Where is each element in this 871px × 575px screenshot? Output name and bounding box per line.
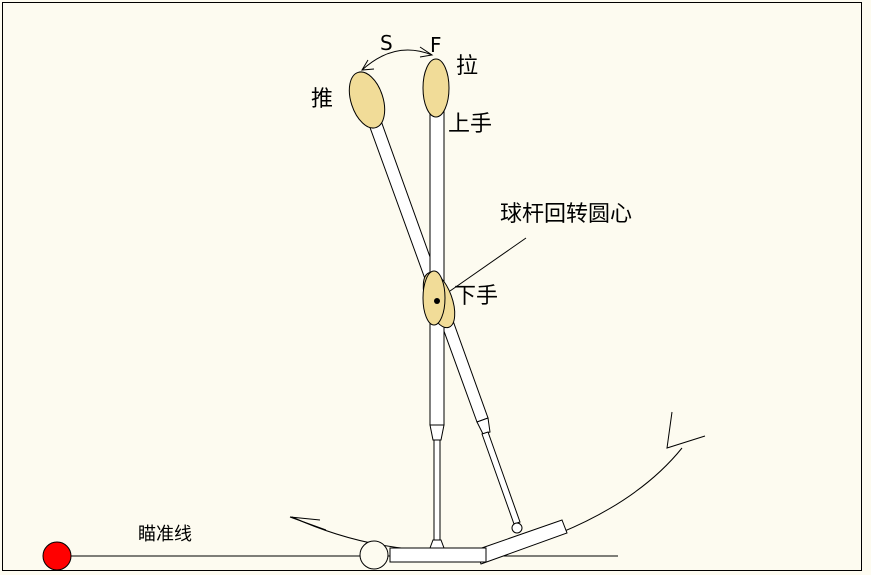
swing-arc-arrow-left [289,516,327,531]
aim-line-label: 瞄准线 [138,524,192,545]
upper-hand-pull [422,58,450,118]
golf-ball [359,540,389,570]
swing-direction-arc [361,49,433,71]
swing-direction-arrowhead-left [361,59,375,71]
s-label: S [380,31,393,55]
vertical-putter-head [389,547,487,563]
upper-hand-push [348,71,386,129]
vertical-putter-grip [429,99,445,426]
tilted-putter-hosel [511,522,523,534]
lower-hand-vertical [422,270,446,326]
swing-arc-arrow-right [666,411,706,449]
pivot-point [434,298,440,304]
pivot-leader-line [449,237,527,292]
push-label: 推 [311,87,333,112]
vertical-putter-ferrule [429,424,445,441]
vertical-putter-shaft [433,439,441,541]
vertical-putter-hosel [429,539,445,549]
f-label: F [430,33,442,57]
pull-label: 拉 [456,54,478,79]
tilted-putter-ferrule [476,417,491,435]
swing-direction-arrowhead-right [419,46,434,58]
upper-hand-label: 上手 [448,112,492,137]
pivot-label: 球杆回转圆心 [500,202,632,227]
vertical-putter [389,99,487,563]
lower-hand-label: 下手 [454,284,498,309]
target-ball [42,541,72,571]
tilted-putter-shaft [481,431,521,525]
